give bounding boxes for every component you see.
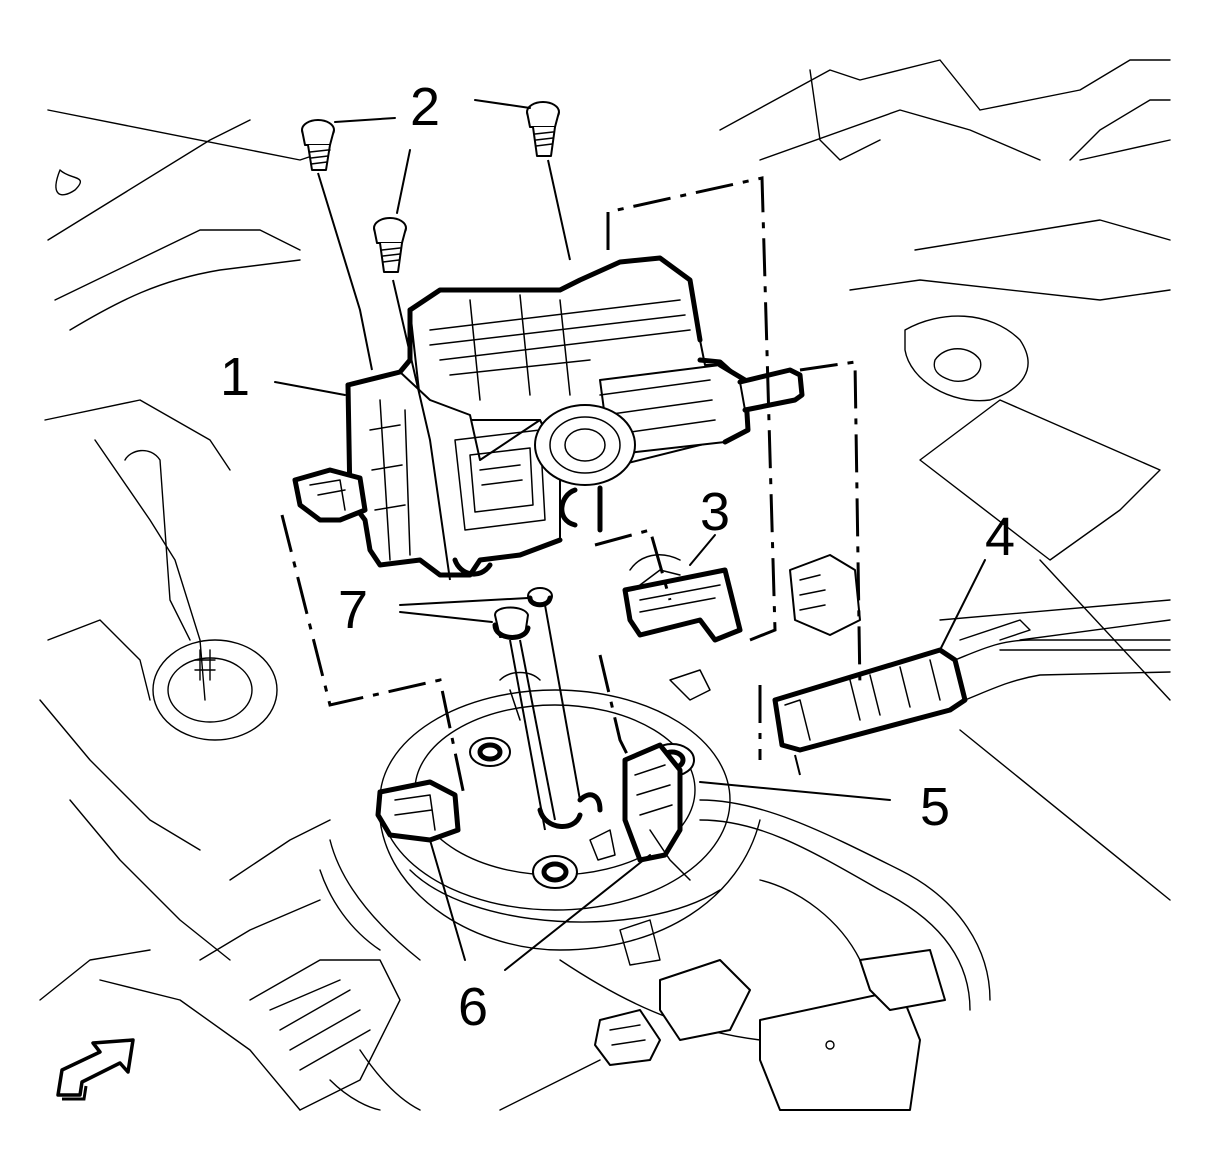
leader-7a <box>399 597 529 606</box>
forward-arrow-icon <box>56 1038 135 1101</box>
callout-1: 1 <box>220 347 250 407</box>
bolt-left <box>301 119 373 371</box>
callout-6: 6 <box>458 977 488 1037</box>
leader-6b <box>504 854 651 971</box>
leader-7b <box>399 611 493 623</box>
leader-lines <box>274 99 986 971</box>
bolt-right <box>526 101 571 261</box>
leader-3 <box>689 534 716 566</box>
callout-2: 2 <box>410 77 440 137</box>
leader-6a <box>429 839 466 961</box>
leader-2a <box>334 117 396 123</box>
leader-2c <box>396 149 411 214</box>
callout-5: 5 <box>920 777 950 837</box>
sensor-connector-rear <box>789 554 861 636</box>
leader-2b <box>474 99 531 109</box>
alignment-phantom-lines <box>280 176 862 801</box>
bolt-middle <box>373 217 451 581</box>
grommets-7 <box>492 587 581 831</box>
callout-7: 7 <box>338 580 368 640</box>
vehicle-body-background <box>39 59 1171 1111</box>
control-module-assembly <box>292 255 805 578</box>
callout-labels: 1 2 3 4 5 6 7 <box>220 77 1015 1037</box>
leader-4 <box>939 559 986 651</box>
callout-4: 4 <box>985 507 1015 567</box>
leader-5 <box>699 781 891 801</box>
flange-hardware <box>469 669 711 889</box>
connector-4 <box>772 619 1171 776</box>
connector-5 <box>622 742 691 881</box>
callout-3: 3 <box>700 482 730 542</box>
connector-3 <box>622 554 743 643</box>
connector-6-left <box>375 779 461 843</box>
leader-1 <box>274 381 346 396</box>
